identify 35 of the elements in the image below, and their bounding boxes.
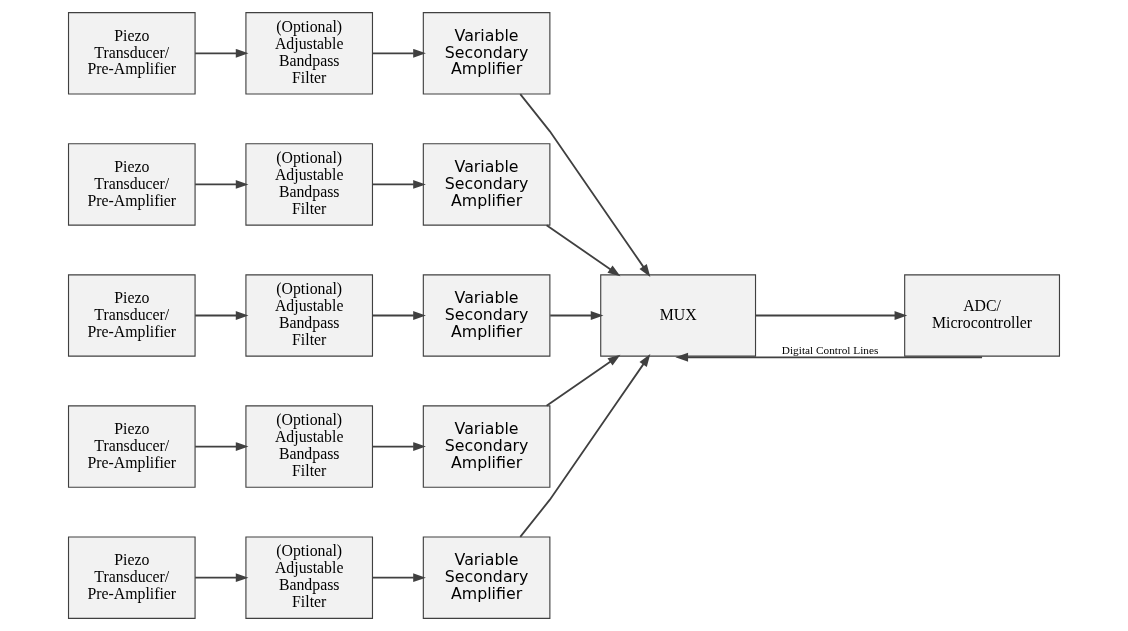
arrow xyxy=(754,311,908,320)
node-box: Piezo Transducer/ Pre-Amplifier xyxy=(67,12,196,95)
arrow xyxy=(545,354,621,407)
node-box: MUX xyxy=(600,274,757,357)
node-box: Piezo Transducer/ Pre-Amplifier xyxy=(67,143,196,226)
node-box: (Optional) Adjustable Bandpass Filter xyxy=(245,143,374,226)
node-box: Variable Secondary Amplifier xyxy=(422,536,551,619)
arrow xyxy=(549,311,604,320)
arrow xyxy=(371,573,426,583)
node-box: ADC/ Microcontroller xyxy=(904,274,1061,357)
arrow xyxy=(675,352,983,362)
arrow xyxy=(371,180,426,189)
node-box: Variable Secondary Amplifier xyxy=(422,143,551,226)
node-box: Variable Secondary Amplifier xyxy=(422,405,551,488)
node-box: Piezo Transducer/ Pre-Amplifier xyxy=(67,536,196,619)
arrow xyxy=(194,180,249,189)
arrow xyxy=(519,93,651,277)
node-box: Piezo Transducer/ Pre-Amplifier xyxy=(67,405,196,488)
node-box: Variable Secondary Amplifier xyxy=(422,274,551,357)
node-box: (Optional) Adjustable Bandpass Filter xyxy=(245,274,374,357)
edge-label: Digital Control Lines xyxy=(781,343,879,356)
arrow xyxy=(519,354,651,538)
arrow xyxy=(371,311,426,320)
arrow xyxy=(194,311,249,320)
arrow xyxy=(194,48,249,58)
arrow xyxy=(371,48,426,58)
node-box: (Optional) Adjustable Bandpass Filter xyxy=(245,405,374,488)
arrow xyxy=(194,573,249,583)
arrow xyxy=(545,224,621,277)
node-box: Piezo Transducer/ Pre-Amplifier xyxy=(67,274,196,357)
node-box: (Optional) Adjustable Bandpass Filter xyxy=(245,536,374,619)
node-box: Variable Secondary Amplifier xyxy=(422,12,551,95)
arrow xyxy=(371,442,426,451)
node-box: (Optional) Adjustable Bandpass Filter xyxy=(245,12,374,95)
arrow xyxy=(194,442,249,451)
